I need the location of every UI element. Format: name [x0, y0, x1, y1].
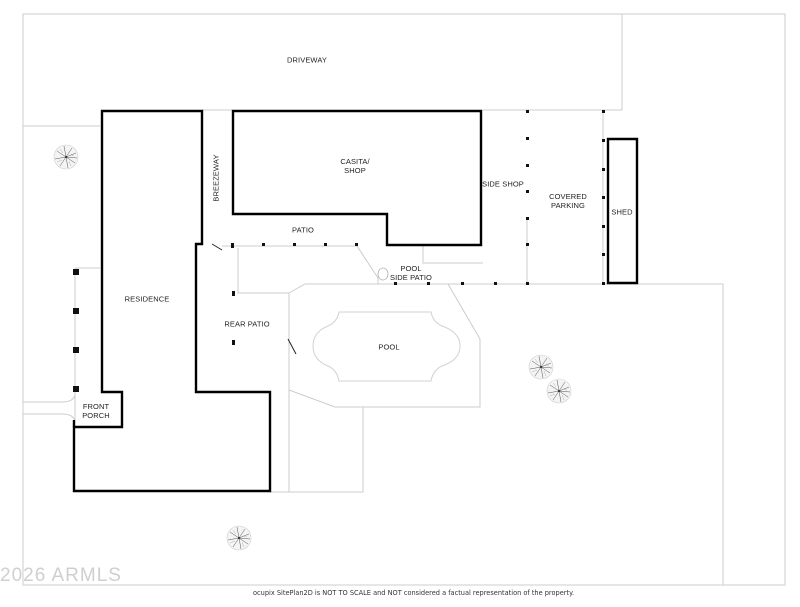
- label-residence: RESIDENCE: [124, 294, 170, 304]
- trees: [53, 144, 572, 551]
- label-front-porch: FRONT PORCH: [82, 402, 110, 420]
- tree-icon: [226, 525, 252, 551]
- label-patio: PATIO: [292, 225, 314, 235]
- hardscape-lines: [22, 13, 786, 586]
- label-side-shop: SIDE SHOP: [482, 179, 524, 189]
- building-outlines: [72, 109, 639, 493]
- disclaimer-text: ocupix SitePlan2D is NOT TO SCALE and NO…: [253, 589, 575, 597]
- label-pool-side-patio: POOL SIDE PATIO: [390, 264, 432, 282]
- label-shed: SHED: [611, 207, 633, 217]
- label-driveway: DRIVEWAY: [287, 55, 327, 65]
- label-rear-patio: REAR PATIO: [224, 319, 270, 329]
- doors: [211, 243, 297, 355]
- watermark: 2026 ARMLS: [0, 565, 122, 586]
- tree-icon: [546, 378, 572, 404]
- tree-icon: [53, 144, 79, 170]
- label-casita-shop: CASITA/ SHOP: [340, 157, 370, 175]
- label-pool: POOL: [378, 342, 400, 352]
- label-breezeway: BREEZEWAY: [211, 154, 221, 202]
- posts: [73, 110, 605, 392]
- label-covered-parking: COVERED PARKING: [549, 192, 587, 210]
- tree-icon: [528, 354, 554, 380]
